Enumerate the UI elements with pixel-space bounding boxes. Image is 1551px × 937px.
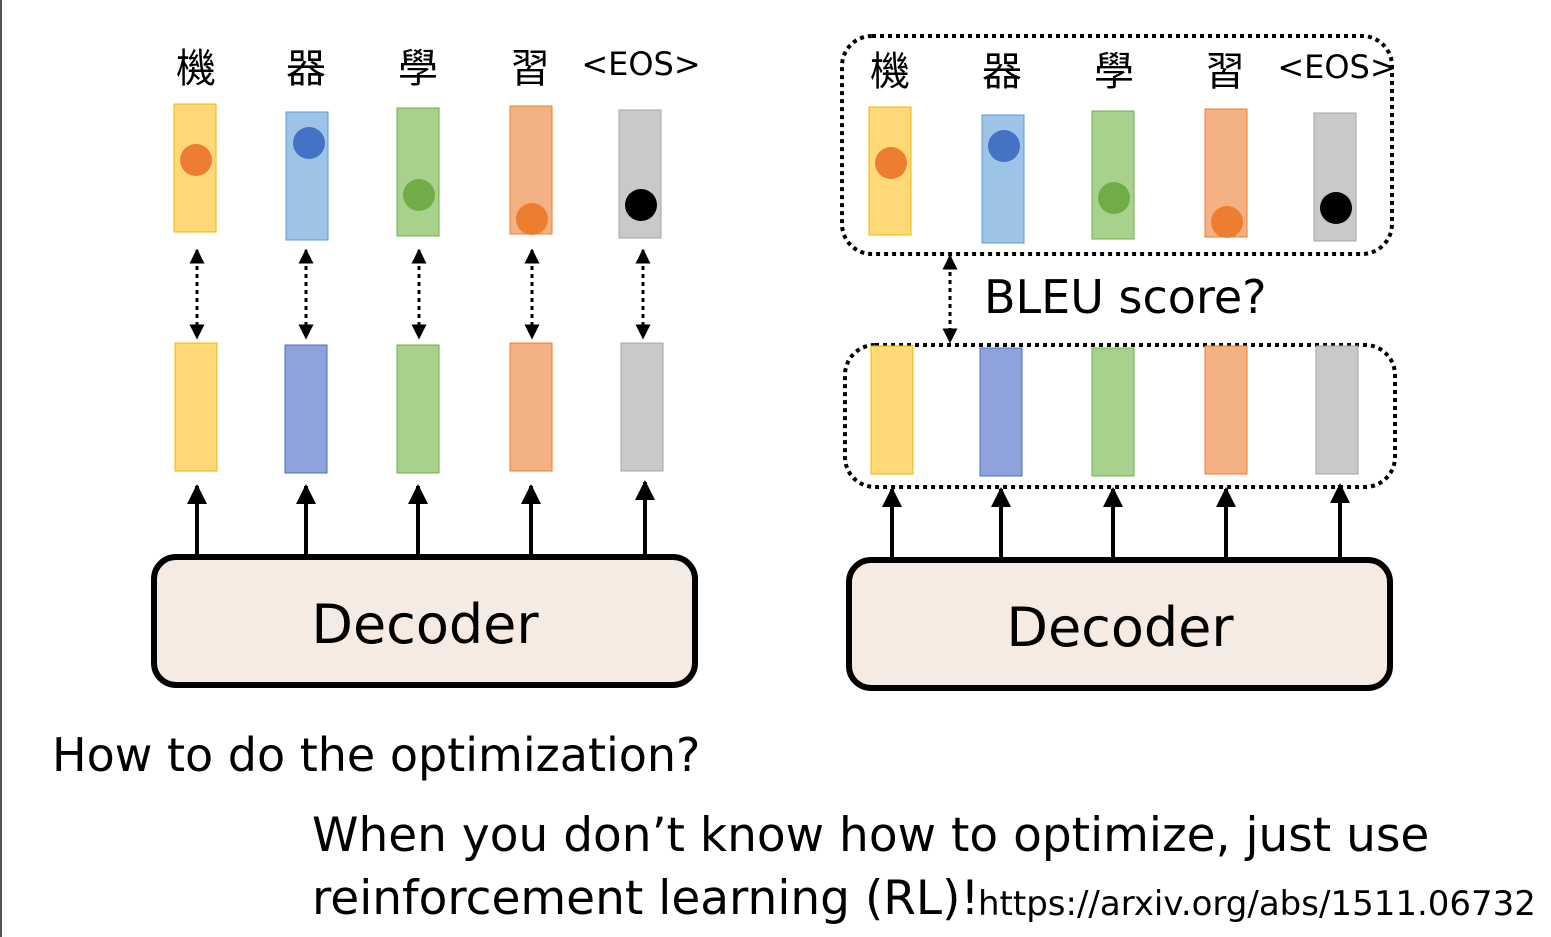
right-target-group-box [840, 34, 1394, 256]
right-target-bar-3 [1091, 110, 1135, 240]
right-target-dot-4 [1211, 206, 1243, 238]
right-decoder-label: Decoder [1006, 596, 1234, 659]
left-output-bar-4 [509, 342, 553, 472]
left-output-bar-eos [620, 342, 664, 472]
right-target-dot-2 [988, 130, 1020, 162]
right-output-bar-eos [1315, 345, 1359, 475]
left-target-dot-eos [625, 189, 657, 221]
left-target-dot-1 [180, 144, 212, 176]
left-token-label-eos: <EOS> [581, 45, 700, 83]
right-output-bar-2 [979, 347, 1023, 477]
left-token-label-4: 習 [510, 46, 550, 92]
left-token-label-2: 器 [286, 46, 326, 92]
right-token-label-3: 學 [1094, 49, 1134, 95]
optimization-question: How to do the optimization? [52, 728, 701, 782]
slide-left-border [0, 0, 2, 937]
right-output-bar-4 [1204, 345, 1248, 475]
right-output-bar-1 [870, 345, 914, 475]
rl-answer-line-1: When you don’t know how to optimize, jus… [312, 808, 1430, 863]
right-panel: 機 器 學 習 <EOS> BLEU score? [840, 34, 1397, 691]
left-output-bar-1 [174, 342, 218, 472]
seq2seq-diagram: 機 器 學 習 <EOS> [151, 34, 1397, 691]
right-output-bar-3 [1091, 347, 1135, 477]
right-target-dot-1 [875, 147, 907, 179]
left-output-bar-2 [284, 344, 328, 474]
left-panel: 機 器 學 習 <EOS> [151, 45, 701, 688]
right-token-label-4: 習 [1205, 49, 1245, 95]
left-token-label-1: 機 [176, 46, 216, 92]
right-target-dot-eos [1320, 192, 1352, 224]
left-decoder-box [151, 554, 698, 688]
reference-link[interactable]: https://arxiv.org/abs/1511.06732 [978, 884, 1536, 924]
left-target-dot-3 [403, 179, 435, 211]
left-token-label-3: 學 [398, 46, 438, 92]
right-token-label-2: 器 [982, 49, 1022, 95]
right-token-label-1: 機 [870, 49, 910, 95]
right-decoder-box [846, 557, 1393, 691]
right-output-group-box [843, 343, 1397, 489]
left-target-dot-4 [516, 203, 548, 235]
right-token-label-eos: <EOS> [1277, 48, 1396, 86]
left-output-bar-3 [396, 344, 440, 474]
right-target-dot-3 [1098, 182, 1130, 214]
left-target-dot-2 [293, 127, 325, 159]
left-decoder-label: Decoder [311, 593, 539, 656]
rl-answer-line-2: reinforcement learning (RL)! [312, 871, 980, 926]
bleu-score-label: BLEU score? [984, 270, 1267, 324]
left-target-bar-3 [396, 107, 440, 237]
